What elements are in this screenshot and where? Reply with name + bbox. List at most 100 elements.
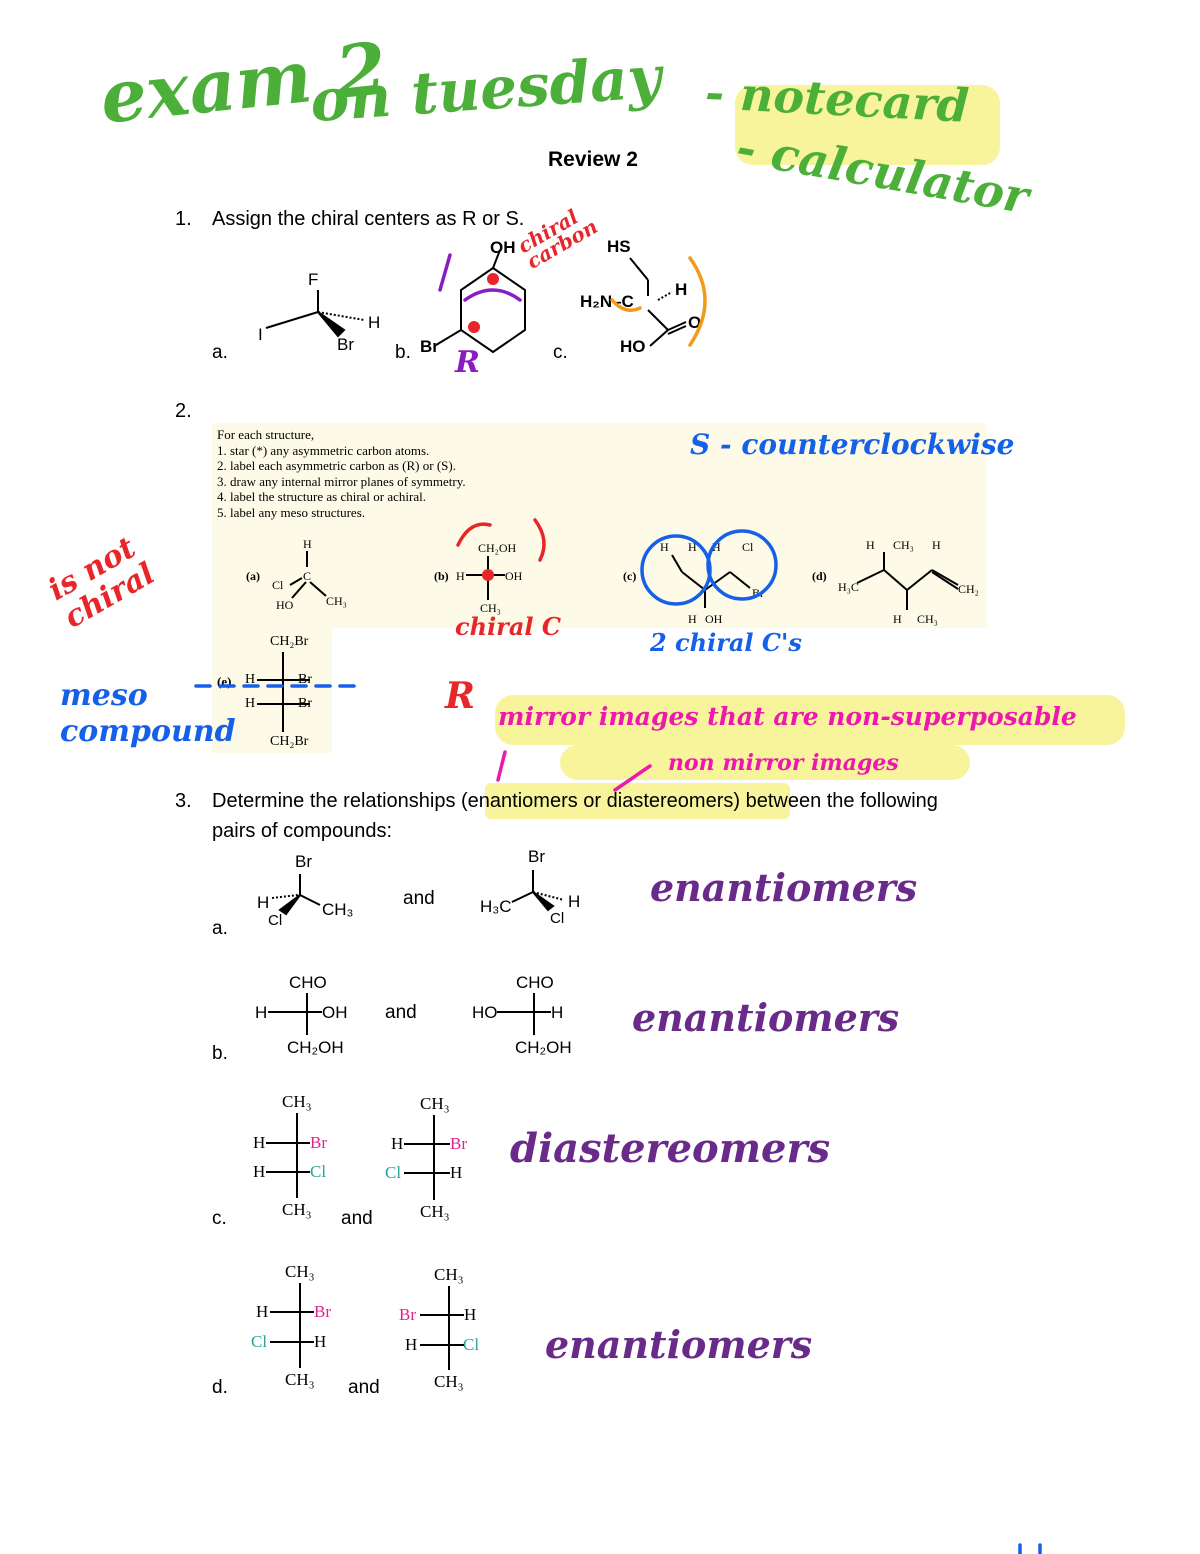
q3d-r-br: Br — [399, 1305, 416, 1324]
q2-part-c: (c) — [623, 569, 637, 583]
q1c-atom-ho: HO — [620, 337, 646, 356]
q2b-ch2oh: CH₂OH — [478, 541, 517, 555]
q3d-r-ch3bot: CH₃ — [434, 1372, 464, 1391]
q2a-h: H — [303, 537, 312, 551]
q3b-r-ch2oh: CH₂OH — [515, 1038, 572, 1057]
handwriting-is-not-chiral: is not chiral — [42, 530, 161, 636]
q2a-c: C — [303, 569, 312, 583]
q3d-l-h2: H — [314, 1332, 327, 1351]
q3a-r-h: H — [568, 892, 581, 911]
q2c-cl: Cl — [742, 540, 754, 554]
q3c-l-cl: Cl — [310, 1162, 327, 1181]
q2-instr-3: 3. draw any internal mirror planes of sy… — [217, 473, 466, 489]
q1-number: 1. — [175, 208, 192, 230]
answer-3a: enantiomers — [650, 865, 918, 910]
q3d-r-h: H — [464, 1305, 477, 1324]
handwriting-two-chiral-cs: 2 chiral C's — [650, 628, 802, 657]
q2c-h1: H — [660, 540, 669, 554]
q2-instr-5: 5. label any meso structures. — [217, 504, 366, 520]
q2b-ch3: CH₃ — [480, 601, 501, 615]
q2d-ch2: CH₂ — [958, 582, 979, 596]
q2a-cl: Cl — [272, 578, 284, 592]
q2-instructions: For each structure, 1. star (*) any asym… — [217, 427, 466, 520]
q2d-ch3: CH₃ — [893, 538, 914, 552]
q3-label-d: d. — [212, 1377, 228, 1398]
answer-3b: enantiomers — [632, 995, 900, 1040]
q3c-l-ch3top: CH₃ — [282, 1092, 312, 1111]
q3b-r-ho: HO — [472, 1003, 498, 1022]
q1b-atom-br: Br — [420, 337, 439, 356]
q3b-l-cho: CHO — [289, 973, 327, 992]
q3c-r-ch3bot: CH₃ — [420, 1202, 450, 1221]
q2-number: 2. — [175, 400, 192, 422]
answer-3d: enantiomers — [545, 1322, 813, 1367]
q2d-ch3b: CH₃ — [917, 612, 938, 626]
q2e-r2r: Br — [298, 696, 312, 711]
highlight-notecard — [735, 85, 1000, 165]
q1a-atom-br: Br — [337, 335, 354, 354]
q2c-h4: H — [688, 612, 697, 626]
q3c-l-h2: H — [253, 1162, 266, 1181]
q1c-atom-o: O — [688, 313, 702, 332]
q2c-br: Br — [752, 586, 764, 600]
q3b-l-ch2oh: CH₂OH — [287, 1038, 344, 1057]
q3b-and: and — [385, 1002, 417, 1023]
highlight-mirror — [495, 695, 1125, 745]
q2e-r1r: Br — [298, 672, 312, 687]
handwriting-mirror-images: mirror images that are non-superposable — [498, 702, 1077, 731]
handwriting-r-1b: R — [455, 345, 480, 380]
q2-part-b: (b) — [434, 569, 449, 583]
q2d-h4: H — [893, 612, 902, 626]
q1-label-b: b. — [395, 342, 411, 363]
q3a-l-br: Br — [295, 852, 312, 871]
q3-text-line2: pairs of compounds: — [212, 820, 393, 842]
q1a-atom-i: I — [258, 325, 263, 344]
q2c-h3: H — [712, 540, 721, 554]
q3a-r-h3c: H₃C — [480, 897, 512, 916]
answer-3c: diastereomers — [510, 1125, 831, 1172]
q2-instr-0: For each structure, — [217, 427, 315, 442]
q2e-r1l: H — [245, 672, 256, 687]
q3d-r-cl: Cl — [463, 1335, 480, 1354]
q1c-atom-h2n: H₂N–C — [580, 292, 634, 311]
q2d-h3c: H₃C — [838, 580, 859, 594]
q2e-r2l: H — [245, 696, 256, 711]
q3c-r-br: Br — [450, 1134, 467, 1153]
q2-instr-2: 2. label each asymmetric carbon as (R) o… — [217, 458, 456, 473]
handwriting-s-counterclockwise: S - counterclockwise — [690, 428, 1015, 461]
q2c-oh: OH — [705, 612, 723, 626]
q3b-r-cho: CHO — [516, 973, 554, 992]
q2e-top: CH₂Br — [270, 634, 309, 649]
q3a-and: and — [403, 888, 435, 909]
q3-text: Determine the relationships (enantiomers… — [212, 790, 938, 813]
q2b-oh: OH — [505, 569, 523, 583]
q1c-atom-hs: HS — [607, 237, 631, 256]
q3d-l-cl: Cl — [251, 1332, 268, 1351]
q3c-l-h1: H — [253, 1133, 266, 1152]
q1b-atom-oh: OH — [490, 238, 516, 257]
q2-part-e: (e) — [217, 674, 232, 689]
q3c-l-ch3bot: CH₃ — [282, 1200, 312, 1219]
q1a-atom-f: F — [308, 270, 319, 289]
q3c-l-br: Br — [310, 1133, 327, 1152]
handwriting-chiral-c: chiral C — [455, 612, 561, 641]
q3c-r-h: H — [391, 1134, 404, 1153]
q3d-l-br: Br — [314, 1302, 331, 1321]
page-title: Review 2 — [548, 148, 638, 171]
q1-label-c: c. — [553, 342, 568, 363]
q3a-l-ch3: CH₃ — [322, 900, 354, 919]
q3a-r-br: Br — [528, 847, 545, 866]
q3b-l-h: H — [255, 1003, 268, 1022]
q3d-l-ch3bot: CH₃ — [285, 1370, 315, 1389]
handwriting-non-mirror-images: non mirror images — [668, 750, 899, 776]
q3d-and: and — [348, 1377, 380, 1398]
q2-part-a: (a) — [246, 569, 260, 583]
q3a-l-h: H — [257, 893, 270, 912]
handwriting-chiral-carbon: chiral carbon — [513, 204, 602, 274]
q3d-r-h2: H — [405, 1335, 418, 1354]
q2d-h1: H — [866, 538, 875, 552]
q2-problem-box-lower — [212, 628, 332, 753]
q2-part-d: (d) — [812, 569, 827, 583]
q2b-h: H — [456, 569, 465, 583]
q3c-r-h2: H — [450, 1163, 463, 1182]
